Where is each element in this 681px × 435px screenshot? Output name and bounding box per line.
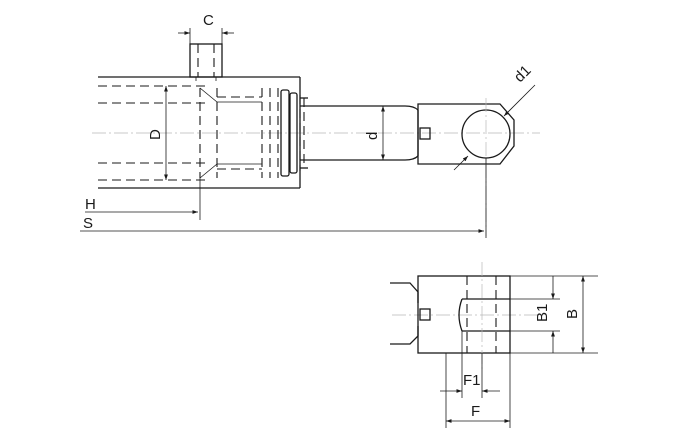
rod-eye — [417, 98, 515, 236]
label-b1: B1 — [534, 304, 551, 322]
dimension-d-rod: d — [364, 106, 385, 160]
dimension-h: H — [85, 178, 201, 220]
label-c: C — [203, 12, 214, 29]
gland-seals — [280, 89, 308, 177]
rod-end-top-view: B1 B F1 F — [390, 262, 598, 428]
dimension-s: S — [80, 158, 487, 238]
dimension-b1: B1 — [510, 276, 560, 353]
label-f: F — [471, 403, 480, 420]
cylinder-side-view: C D d d1 H S — [80, 12, 540, 238]
label-d1: d1 — [511, 62, 535, 86]
label-f1: F1 — [463, 372, 481, 389]
label-h: H — [85, 196, 96, 213]
dimension-d-bore: D — [147, 86, 168, 180]
dimension-f1: F1 — [440, 331, 500, 398]
label-d-rod: d — [364, 132, 381, 140]
label-d-bore: D — [147, 129, 164, 140]
dimension-d1: d1 — [453, 62, 536, 171]
dimension-f: F — [445, 353, 511, 428]
oil-port-fitting — [189, 43, 223, 81]
dimension-b: B — [510, 275, 598, 354]
piston — [199, 87, 279, 179]
label-b: B — [564, 309, 581, 319]
label-s: S — [83, 215, 93, 232]
dimension-c: C — [178, 12, 234, 44]
